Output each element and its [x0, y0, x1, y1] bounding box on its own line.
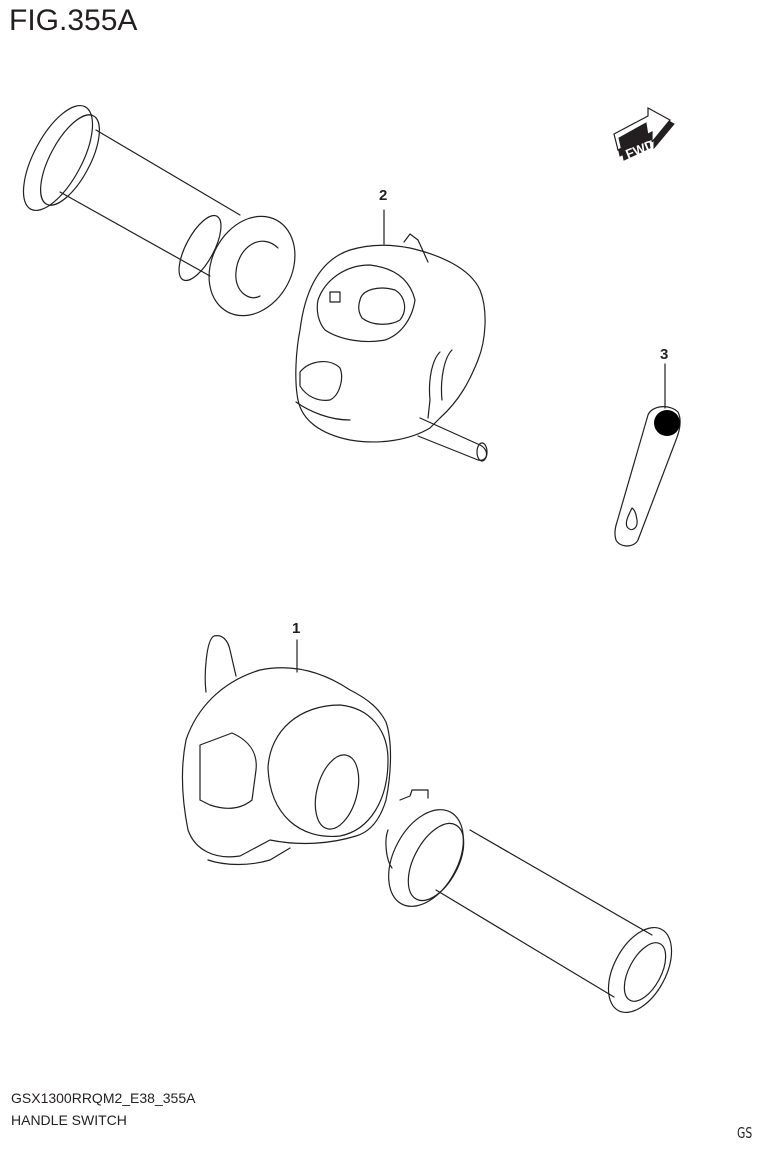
right-handle-switch — [181, 635, 392, 866]
figure-code: GSX1300RRQM2_E38_355A — [11, 1090, 196, 1106]
left-grip — [22, 104, 296, 317]
right-grip — [385, 789, 673, 1014]
left-handle-switch — [295, 233, 488, 462]
figure-name: HANDLE SWITCH — [11, 1112, 127, 1128]
region-code: GS — [737, 1124, 753, 1142]
figure-title: FIG.355A — [9, 4, 138, 37]
band — [614, 406, 681, 547]
callout-1: 1 — [292, 620, 301, 637]
fwd-arrow-icon: FWD — [613, 106, 675, 162]
callout-2: 2 — [379, 187, 388, 204]
callout-3: 3 — [660, 346, 669, 363]
